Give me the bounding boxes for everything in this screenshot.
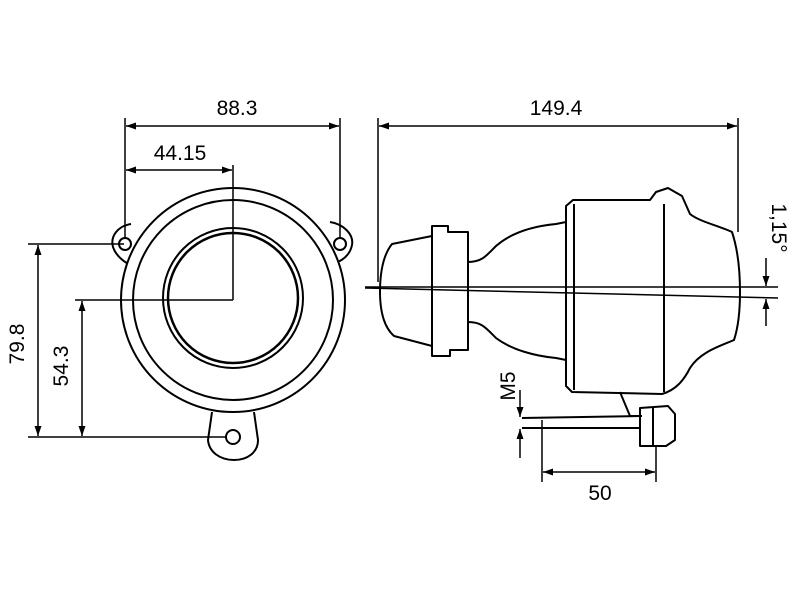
- width-to-center-label: 44.15: [154, 142, 207, 165]
- right-mounting-hole: [333, 237, 347, 251]
- height-to-center-label: 54.3: [50, 346, 73, 387]
- height-overall-label: 79.8: [6, 324, 29, 365]
- rear-housing: [565, 187, 741, 395]
- side-view-dimensions: [377, 118, 770, 482]
- bottom-mounting-tab: [206, 411, 260, 462]
- side-view: [379, 187, 741, 447]
- mount-offset-label: 50: [588, 482, 611, 505]
- length-overall-label: 149.4: [530, 97, 583, 120]
- left-mounting-ear: [111, 223, 133, 267]
- front-view: [75, 165, 354, 462]
- tilted-axis-line: [364, 287, 779, 299]
- front-lens-cap: [379, 235, 433, 347]
- neck-upper: [467, 221, 567, 263]
- neck-lower: [467, 321, 567, 361]
- mounting-bolt: [521, 415, 641, 429]
- thread-label: M5: [497, 371, 520, 400]
- connector-plug: [639, 405, 676, 447]
- tilt-angle-label: 1,15°: [767, 203, 790, 252]
- bottom-mounting-hole: [225, 429, 241, 445]
- width-overall-label: 88.3: [217, 97, 258, 120]
- optical-axes: [364, 286, 779, 299]
- front-view-dimensions: [28, 118, 341, 438]
- connector-stem: [619, 391, 642, 417]
